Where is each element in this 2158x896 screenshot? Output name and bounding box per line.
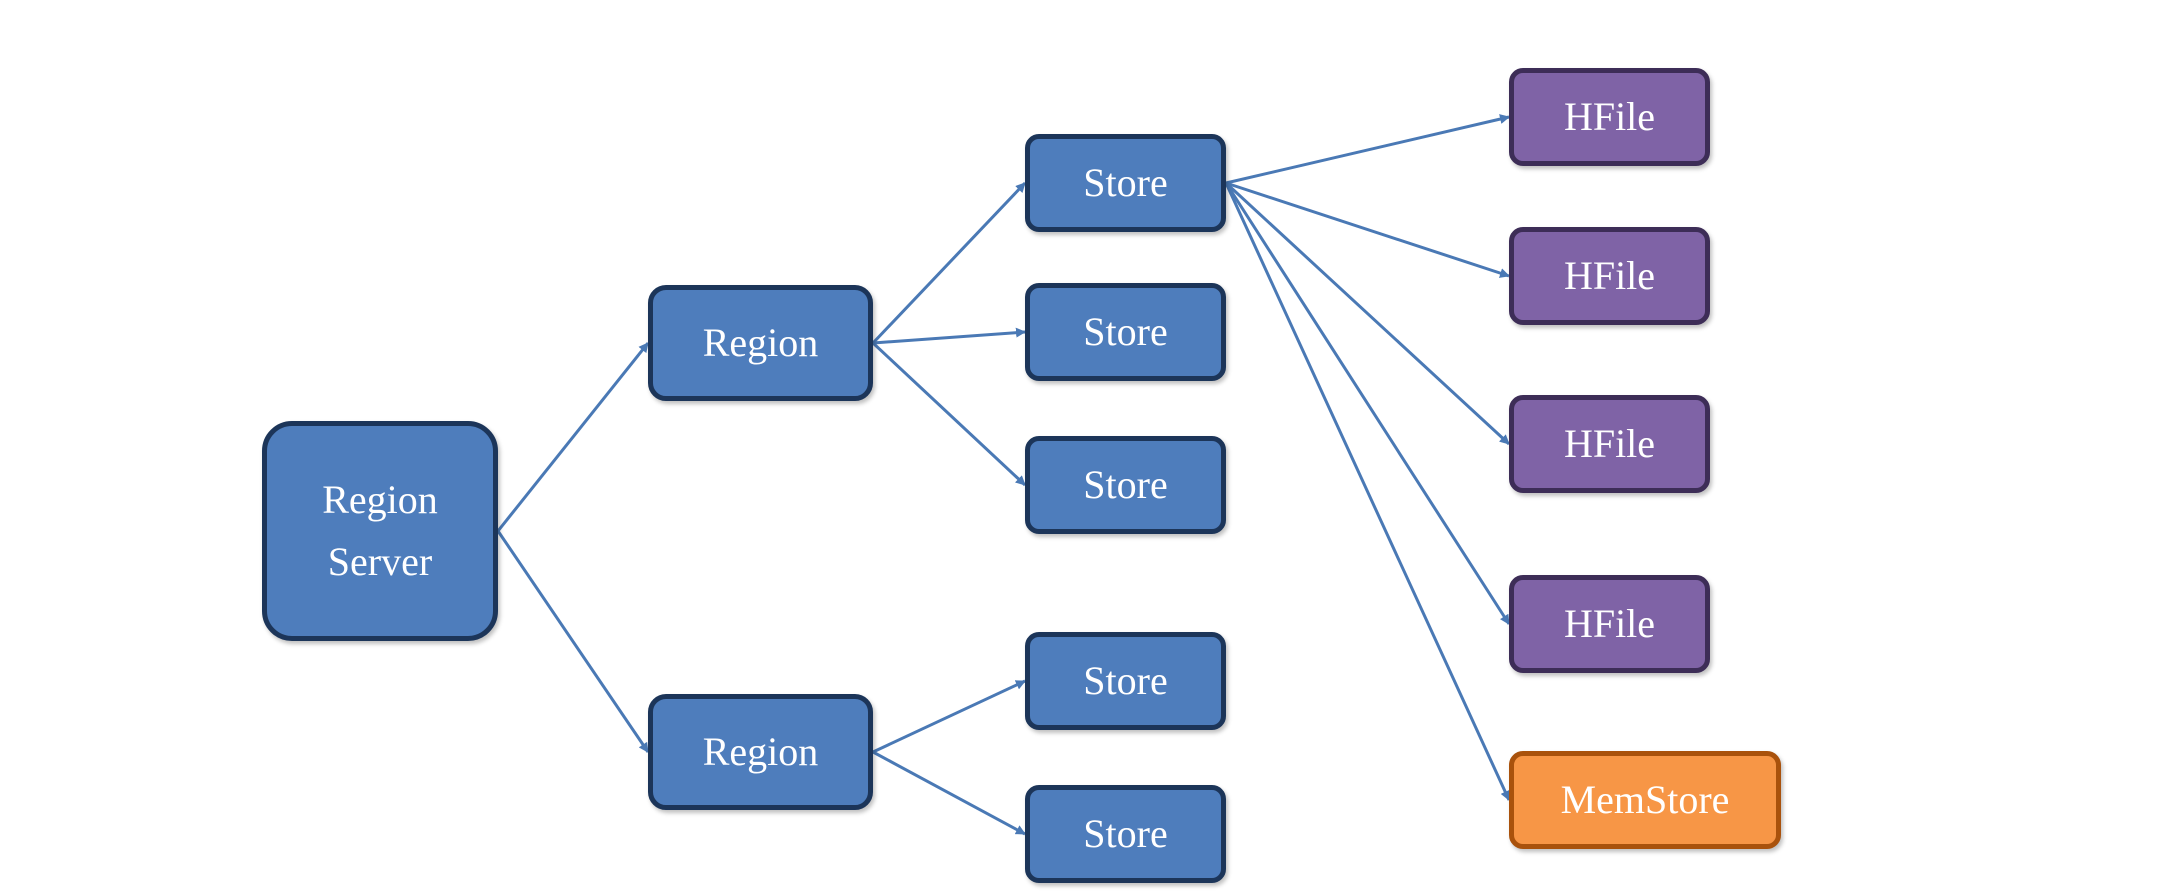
store-label: Store bbox=[1083, 811, 1168, 856]
region-node-top: Region bbox=[648, 285, 873, 401]
edge-store-1-to-hfile-2 bbox=[1225, 181, 1510, 278]
edge-store-1-to-hfile-3 bbox=[1224, 181, 1511, 446]
store-node-4: Store bbox=[1025, 632, 1226, 730]
region-server-node: Region Server bbox=[262, 421, 498, 641]
edge-region-server-to-region-bottom bbox=[496, 530, 650, 753]
region-server-label: Region Server bbox=[322, 477, 438, 584]
edge-region-bottom-to-store-4 bbox=[872, 679, 1026, 754]
edge-region-server-to-region-top bbox=[496, 342, 650, 532]
edge-store-1-to-hfile-1 bbox=[1225, 114, 1510, 185]
memstore-node: MemStore bbox=[1509, 751, 1781, 849]
hfile-label: HFile bbox=[1563, 421, 1656, 466]
hfile-node-1: HFile bbox=[1509, 68, 1710, 166]
hfile-node-4: HFile bbox=[1509, 575, 1710, 673]
hfile-node-2: HFile bbox=[1509, 227, 1710, 325]
store-node-3: Store bbox=[1025, 436, 1226, 534]
region-label: Region bbox=[702, 729, 819, 774]
hfile-label: HFile bbox=[1563, 601, 1656, 646]
hfile-label: HFile bbox=[1563, 253, 1656, 298]
edge-region-bottom-to-store-5 bbox=[872, 750, 1026, 836]
store-label: Store bbox=[1083, 160, 1168, 205]
edge-region-top-to-store-1 bbox=[871, 181, 1027, 345]
edge-store-1-to-hfile-4 bbox=[1224, 182, 1511, 625]
edge-region-top-to-store-3 bbox=[871, 341, 1027, 487]
store-label: Store bbox=[1083, 658, 1168, 703]
store-node-2: Store bbox=[1025, 283, 1226, 381]
hfile-label: HFile bbox=[1563, 94, 1656, 139]
store-node-5: Store bbox=[1025, 785, 1226, 883]
hfile-node-3: HFile bbox=[1509, 395, 1710, 493]
edge-store-1-to-memstore bbox=[1224, 182, 1511, 801]
store-node-1: Store bbox=[1025, 134, 1226, 232]
memstore-label: MemStore bbox=[1560, 777, 1730, 822]
edge-region-top-to-store-2 bbox=[872, 327, 1026, 345]
region-node-bottom: Region bbox=[648, 694, 873, 810]
store-label: Store bbox=[1083, 462, 1168, 507]
region-label: Region bbox=[702, 320, 819, 365]
store-label: Store bbox=[1083, 309, 1168, 354]
